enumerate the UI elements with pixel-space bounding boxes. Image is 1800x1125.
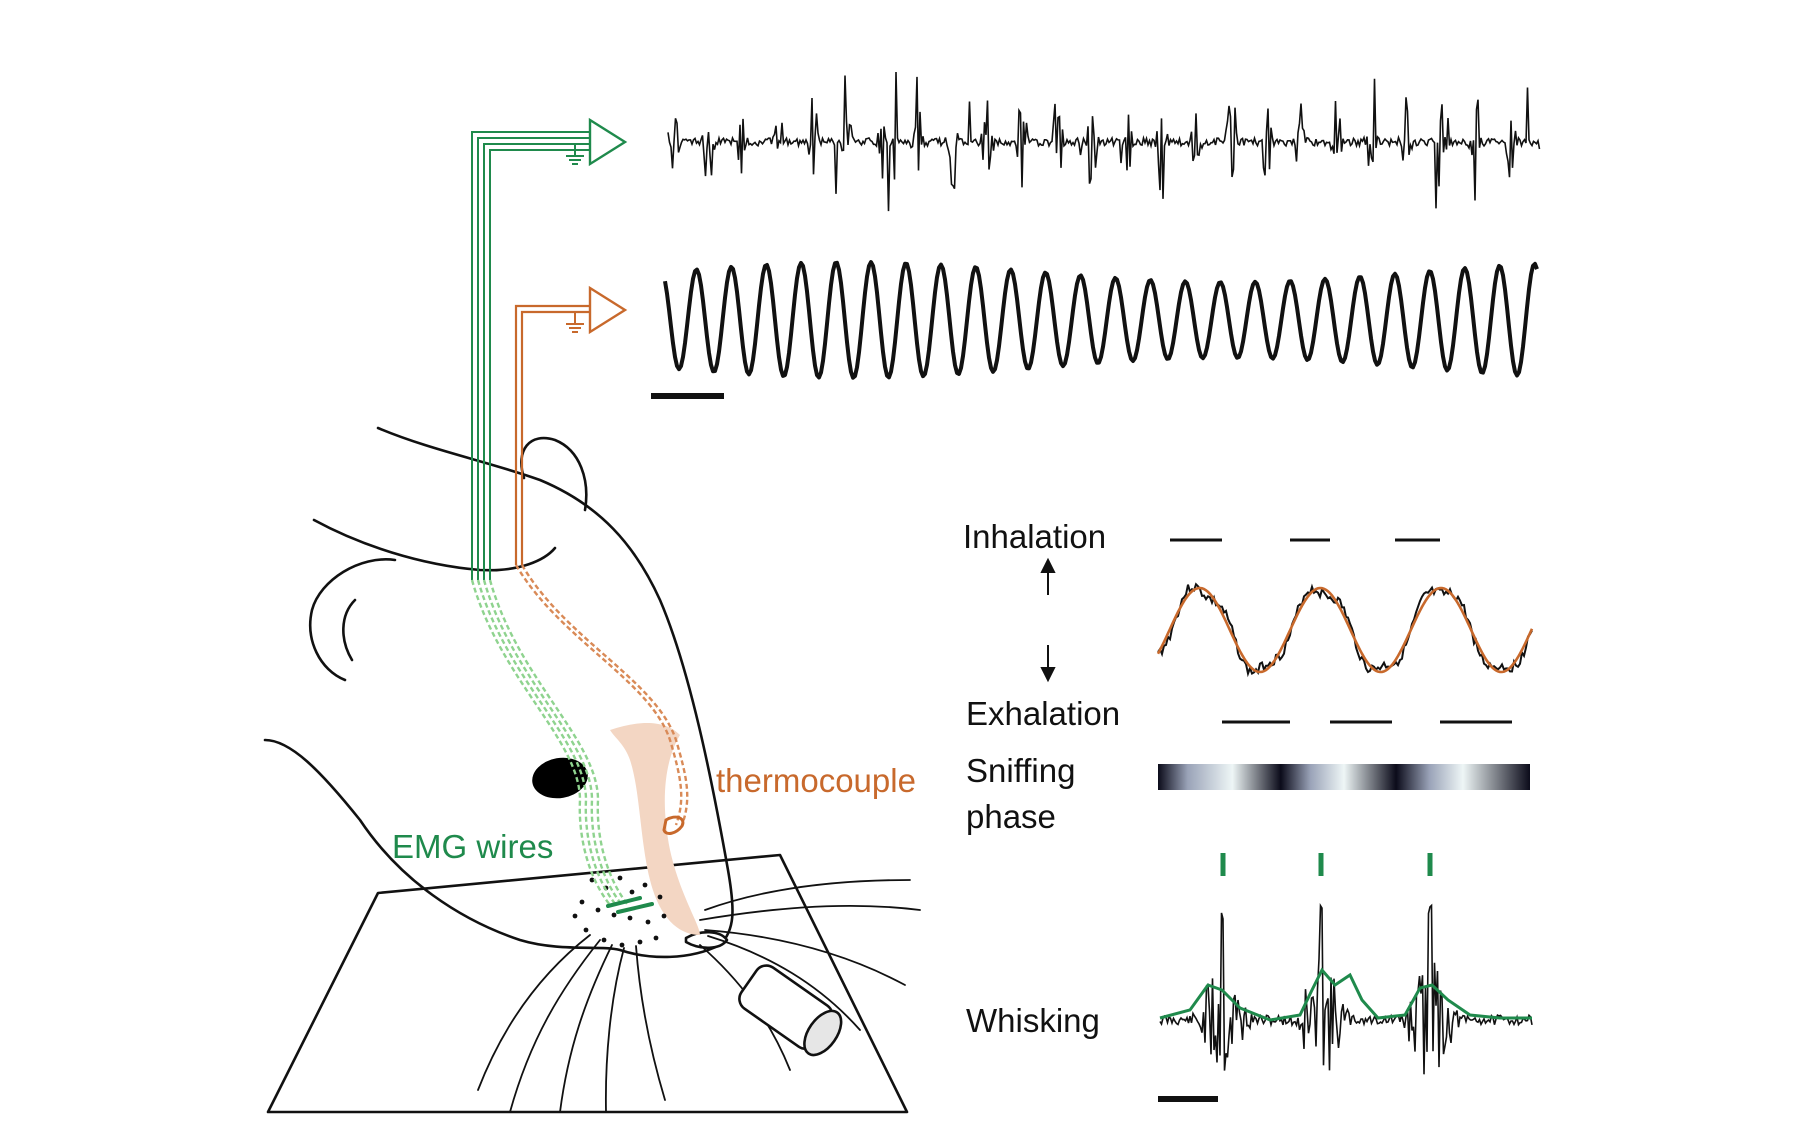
label-whisking: Whisking [966,1002,1100,1039]
label-thermocouple: thermocouple [716,762,916,799]
label-emg-wires: EMG wires [392,828,553,865]
emg-amplifier-icon [588,117,628,167]
odor-port [738,964,843,1057]
label-phase: phase [966,798,1056,835]
up-arrow-icon [1040,557,1056,595]
sniffing-phase-bar [1158,764,1530,790]
thermocouple-tip [662,815,685,835]
sniff-trace-raw [1157,582,1533,678]
label-inhalation: Inhalation [963,518,1106,555]
down-arrow-icon [1040,645,1056,683]
label-exhalation: Exhalation [966,695,1120,732]
emg-wires [470,117,654,914]
emg-trace [667,71,1541,212]
label-sniffing: Sniffing [966,752,1075,789]
sniff-trace-fit [1156,586,1534,674]
thermo-ground-icon [566,312,584,333]
whisk-markers [1220,853,1433,876]
whisker-pad [572,875,667,948]
eye [532,757,588,799]
rat-illustration [263,426,921,1114]
ear-left [309,558,397,682]
emg-ground-icon [566,144,584,165]
thermocouple-trace [663,260,1539,380]
nostril [684,930,729,950]
platform [266,853,909,1114]
nasal-tissue [610,723,700,935]
thermo-amplifier-icon [588,285,628,335]
whisking-envelope [1159,967,1532,1022]
head-outline [263,426,734,959]
thermocouple-wire [514,285,689,835]
whisking-trace [1159,903,1533,1075]
